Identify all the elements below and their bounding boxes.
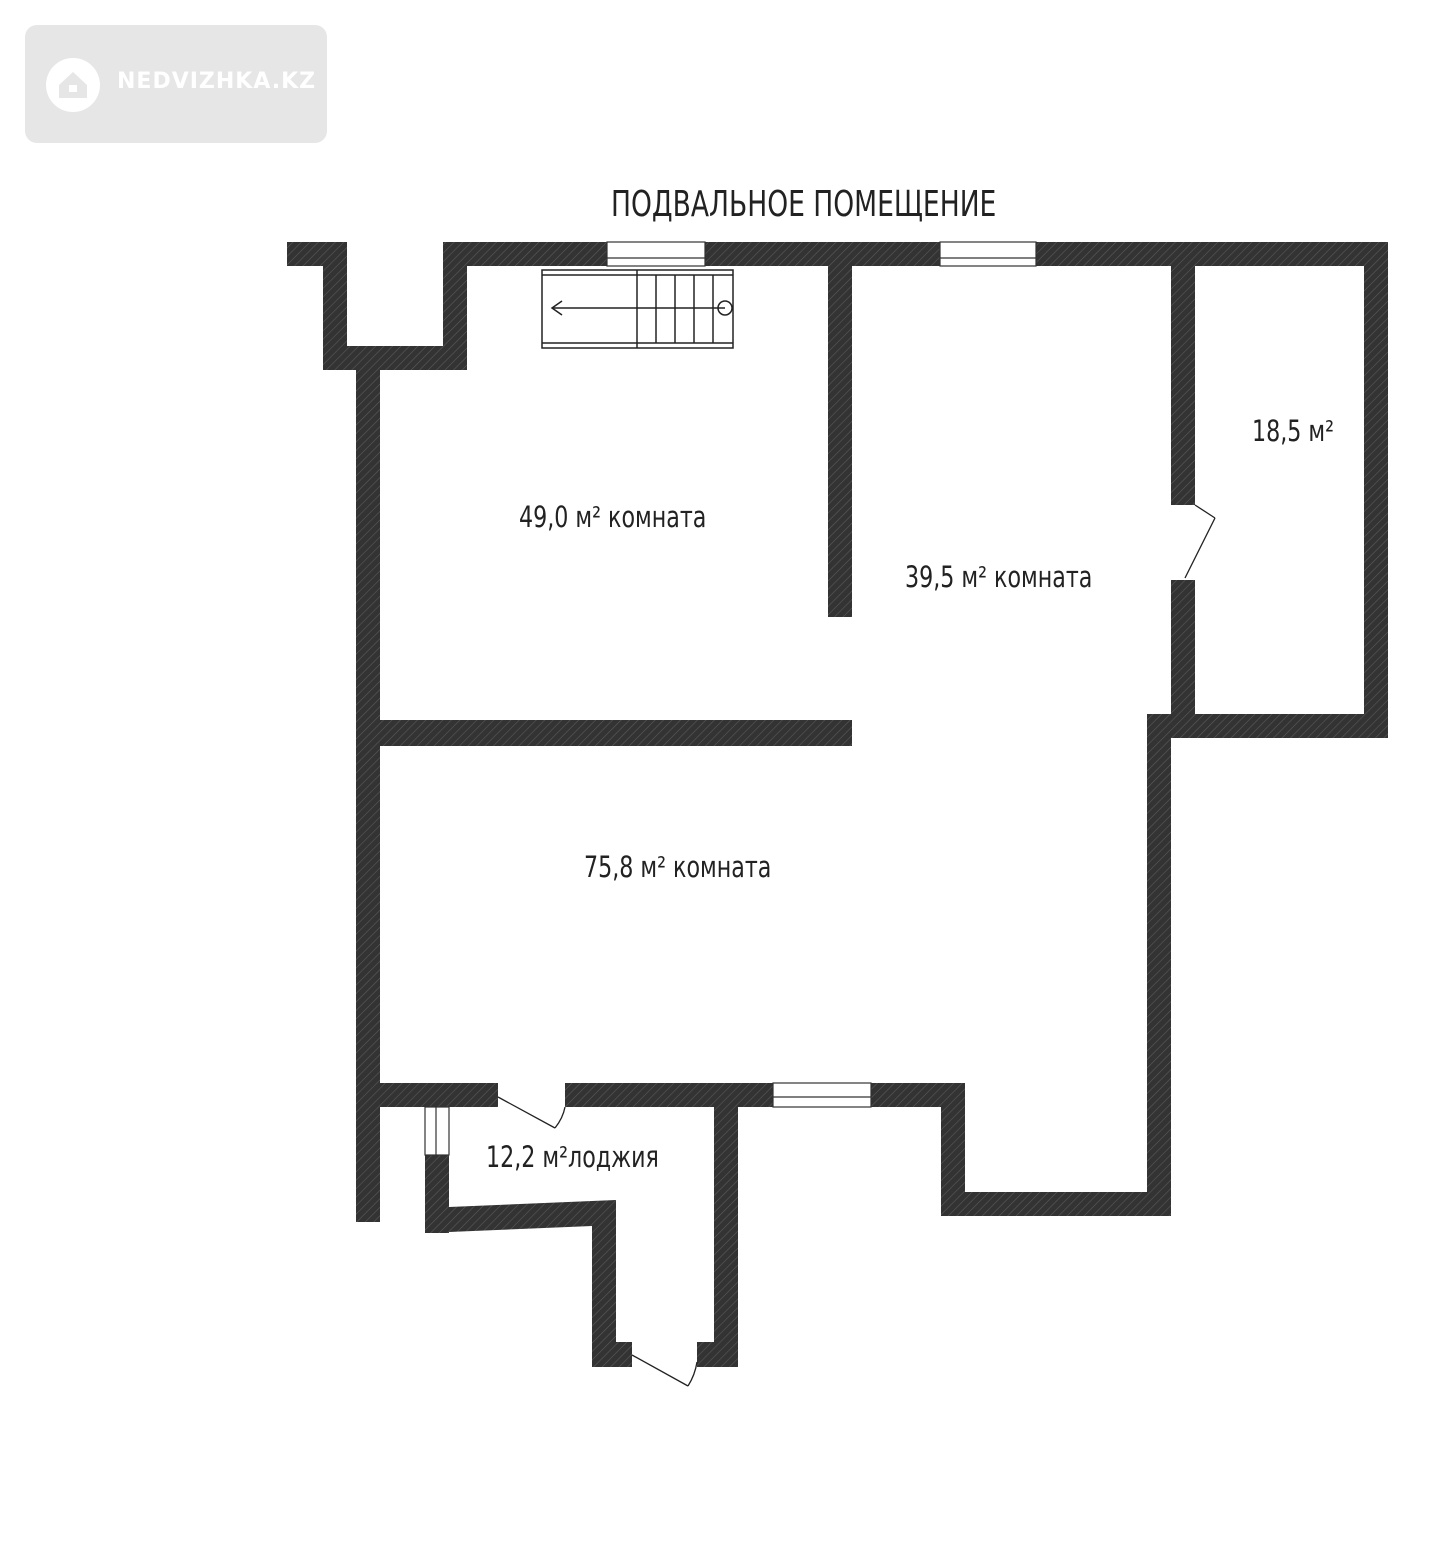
doors <box>497 504 1216 1387</box>
room-label-39-5: 39,5 м² комната <box>905 560 1093 594</box>
room-label-75-8: 75,8 м² комната <box>584 850 772 884</box>
staircase <box>541 269 734 349</box>
room-label-49: 49,0 м² комната <box>519 500 707 534</box>
house-icon <box>46 58 100 112</box>
logo-text: NEDVIZHKA.KZ <box>117 69 317 94</box>
room-label-loggia: 12,2 м²лоджия <box>486 1140 659 1174</box>
room-label-18-5: 18,5 м² <box>1252 414 1335 448</box>
walls <box>287 242 1388 1367</box>
watermark-logo: NEDVIZHKA.KZ <box>25 25 327 143</box>
plan-title: ПОДВАЛЬНОЕ ПОМЕЩЕНИЕ <box>611 184 997 225</box>
windows <box>424 241 1037 1156</box>
